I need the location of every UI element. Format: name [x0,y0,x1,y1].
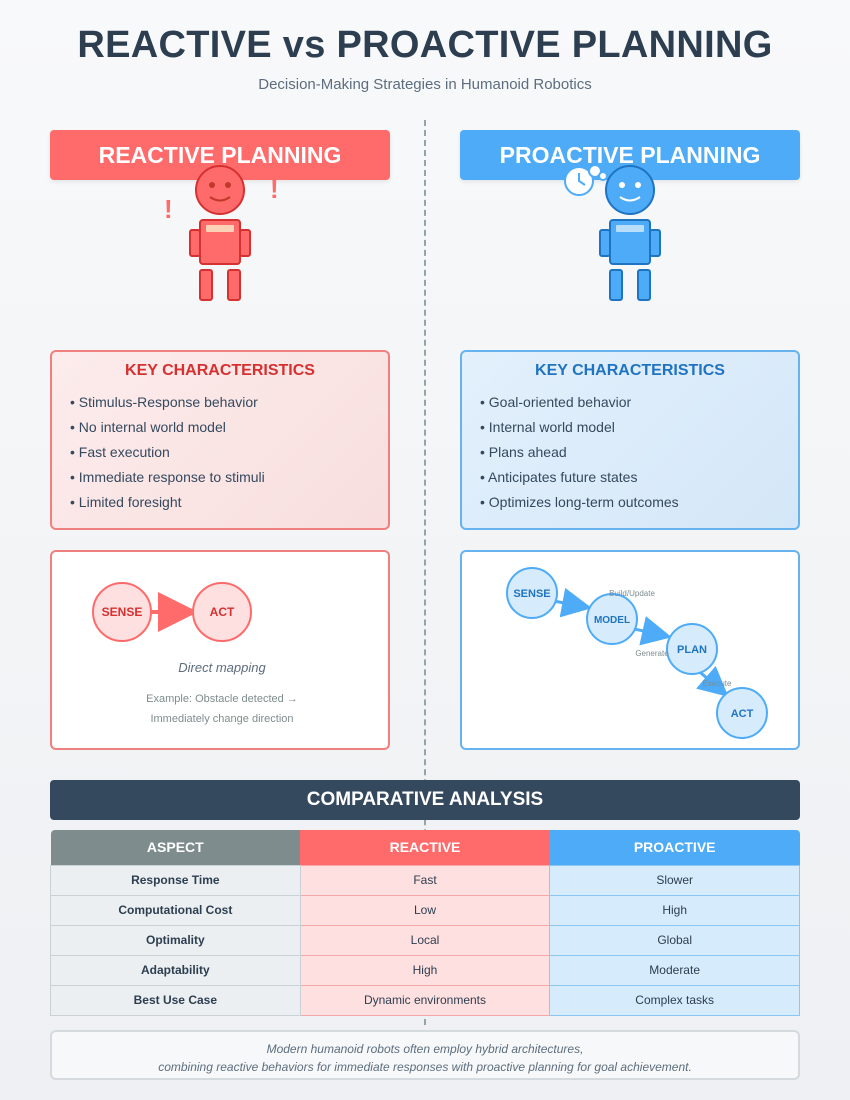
act-node-label: ACT [731,708,754,720]
table-cell-aspect: Best Use Case [50,984,301,1016]
sense-node-label: SENSE [513,588,550,600]
sense-node [92,582,152,642]
plan-node-label: PLAN [677,644,707,656]
proactive-characteristics-title: KEY CHARACTERISTICS [535,362,725,379]
edge-label-build-update: Build/Update [609,589,655,598]
flow-example-line2: Immediately change direction [150,713,293,725]
list-item: Anticipates future states [480,465,798,490]
table-cell-reactive: Local [299,924,551,956]
table-row: Adaptability High Moderate [50,954,800,986]
robot-head-icon [605,165,655,215]
list-item: Internal world model [480,415,798,440]
proactive-flow-card: SENSE MODEL PLAN ACT Build/Update Genera… [460,550,800,750]
list-item: No internal world model [70,415,388,440]
proactive-robot-illustration [550,160,710,310]
sense-node-label: SENSE [102,605,143,619]
comparison-table: ASPECT REACTIVE PROACTIVE Response Time … [50,830,800,1016]
edge-label-generate: Generate [635,649,669,658]
table-cell-reactive: Dynamic environments [299,984,551,1016]
list-item: Immediate response to stimuli [70,465,388,490]
act-node [192,582,252,642]
exclamation-right-icon: ! [270,174,279,204]
center-divider [424,120,426,1025]
table-cell-aspect: Adaptability [50,954,301,986]
list-item: Stimulus-Response behavior [70,390,388,415]
flow-caption: Direct mapping [178,660,266,675]
table-cell-proactive: Complex tasks [549,984,800,1016]
reactive-robot-illustration: ! ! [140,160,300,310]
table-cell-reactive: Fast [299,864,551,896]
table-cell-aspect: Optimality [50,924,301,956]
footer-note-line2: combining reactive behaviors for immedia… [158,1060,692,1074]
list-item: Plans ahead [480,440,798,465]
comparative-analysis-title: COMPARATIVE ANALYSIS [50,780,800,820]
list-item: Optimizes long-term outcomes [480,490,798,515]
table-cell-reactive: Low [299,894,551,926]
model-node [586,593,638,645]
plan-node [666,623,718,675]
reactive-characteristics-list: Stimulus-Response behavior No internal w… [52,390,388,515]
exclamation-left-icon: ! [164,194,173,224]
table-cell-proactive: Moderate [549,954,800,986]
model-node-label: MODEL [594,615,630,626]
page-subtitle: Decision-Making Strategies in Humanoid R… [258,76,592,93]
list-item: Limited foresight [70,490,388,515]
reactive-characteristics-title: KEY CHARACTERISTICS [125,362,315,379]
table-cell-proactive: High [549,894,800,926]
column-header-aspect: ASPECT [50,830,301,865]
column-header-proactive: PROACTIVE [549,830,800,865]
list-item: Fast execution [70,440,388,465]
reactive-characteristics-card: KEY CHARACTERISTICS Stimulus-Response be… [50,350,390,530]
table-cell-proactive: Slower [549,864,800,896]
table-cell-proactive: Global [549,924,800,956]
proactive-characteristics-list: Goal-oriented behavior Internal world mo… [462,390,798,515]
table-row: Computational Cost Low High [50,894,800,926]
table-row: Best Use Case Dynamic environments Compl… [50,984,800,1016]
robot-head-icon [195,165,245,215]
table-row: Response Time Fast Slower [50,864,800,896]
table-row: Optimality Local Global [50,924,800,956]
list-item: Goal-oriented behavior [480,390,798,415]
table-cell-aspect: Computational Cost [50,894,301,926]
sense-node [506,567,558,619]
column-header-reactive: REACTIVE [300,830,550,865]
proactive-characteristics-card: KEY CHARACTERISTICS Goal-oriented behavi… [460,350,800,530]
table-cell-reactive: High [299,954,551,986]
act-node [716,687,768,739]
page-title: REACTIVE vs PROACTIVE PLANNING [77,24,773,66]
table-cell-aspect: Response Time [50,864,301,896]
edge-label-execute: Execute [703,679,732,688]
footer-note: Modern humanoid robots often employ hybr… [50,1030,800,1080]
reactive-flow-card: SENSE ACT Direct mapping Example: Obstac… [50,550,390,750]
flow-example-line1: Example: Obstacle detected → [146,693,298,705]
footer-note-line1: Modern humanoid robots often employ hybr… [266,1042,584,1056]
act-node-label: ACT [210,605,235,619]
proactive-banner: PROACTIVE PLANNING [460,130,800,180]
